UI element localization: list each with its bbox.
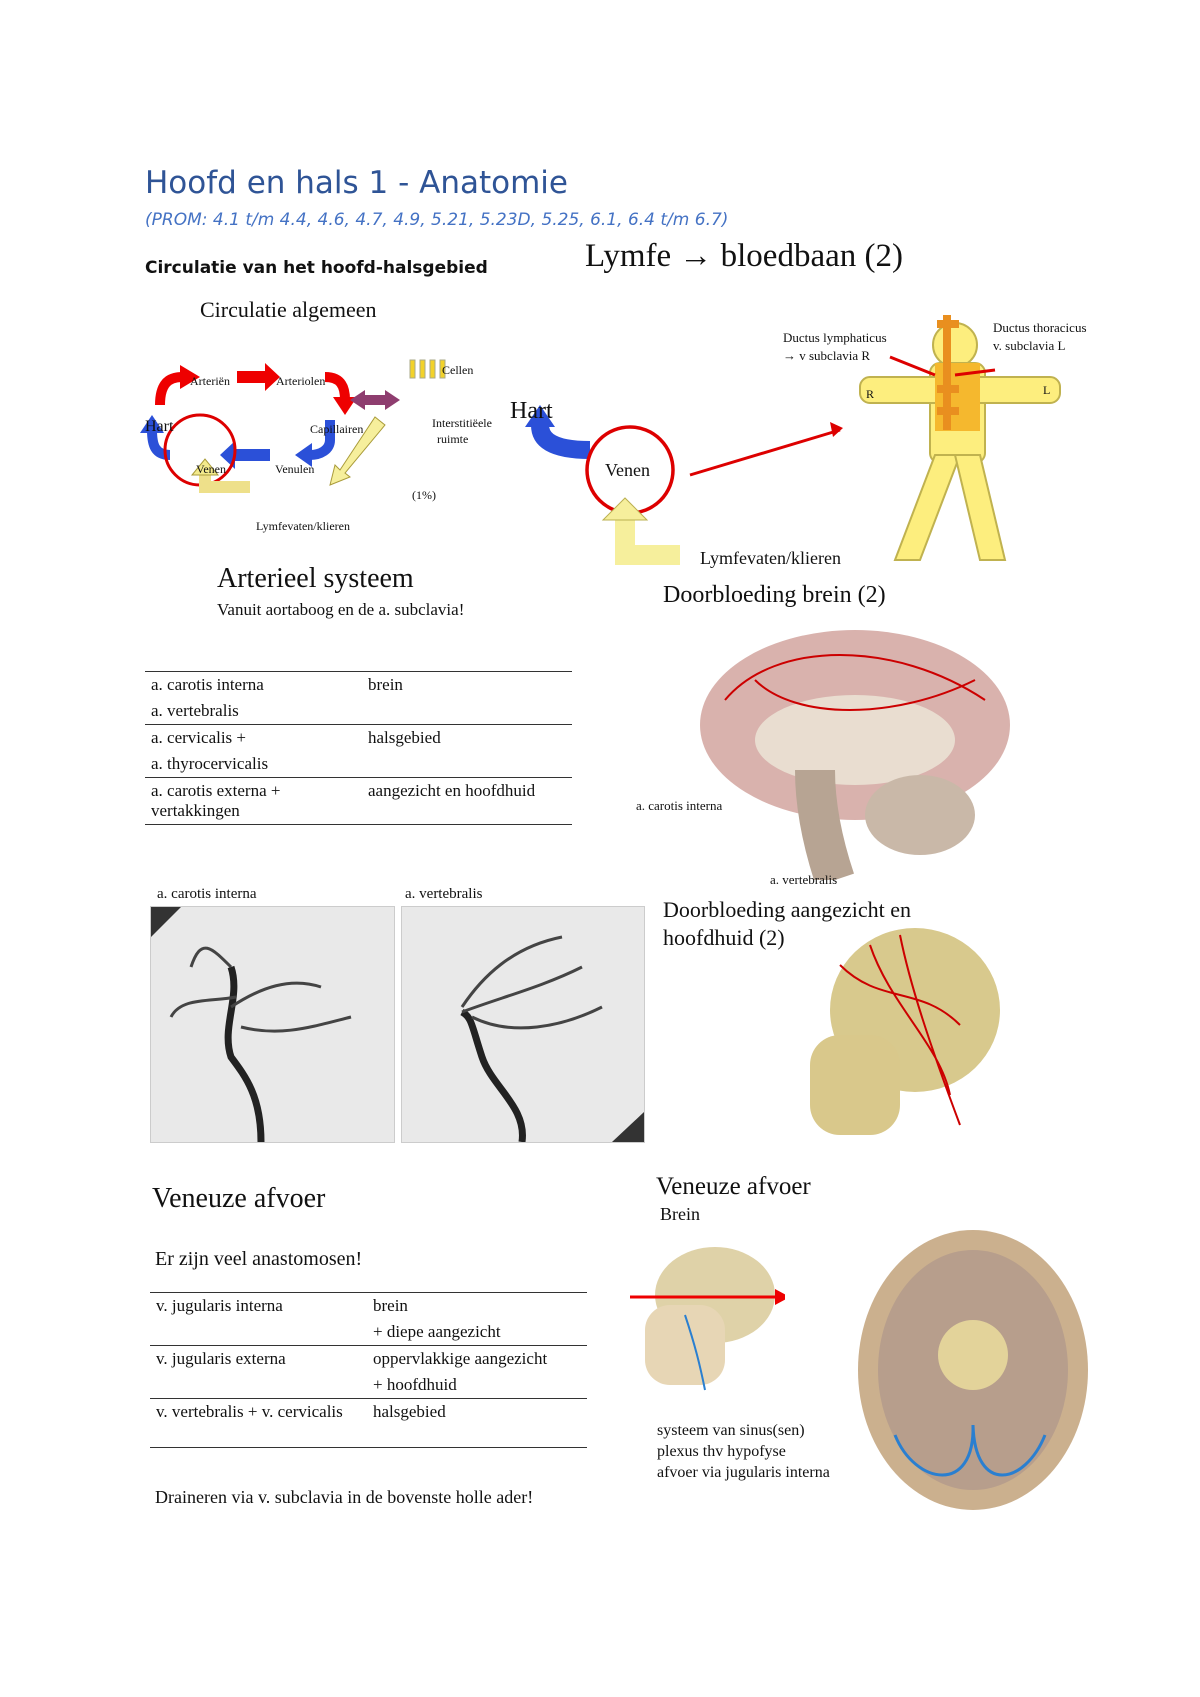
lbl-capillairen: Capillairen (310, 422, 364, 436)
veneus-sub: Er zijn veel anastomosen! (155, 1248, 363, 1270)
cell: halsgebied (373, 1402, 446, 1421)
cell (362, 751, 572, 778)
cell: a. carotis externa + vertakkingen (151, 781, 281, 820)
lymfe-title: Lymfe → bloedbaan (2) (585, 238, 903, 274)
section-heading: Circulatie van het hoofd-halsgebied (145, 258, 488, 278)
cell: halsgebied (368, 728, 441, 747)
lbl-R: R (866, 387, 875, 401)
cell: v. jugularis interna (156, 1296, 283, 1315)
cell: oppervlakkige aangezicht (373, 1349, 548, 1368)
lbl-lymfe: Lymfevaten/klieren (256, 519, 350, 533)
cell: a. thyrocervicalis (151, 754, 269, 773)
cell: aangezicht en hoofdhuid (368, 781, 536, 800)
veneus-brein-sub: Brein (660, 1204, 700, 1224)
arterial-table: a. carotis interna brein a. vertebralis a… (145, 671, 572, 825)
brein-label-vertebralis: a. vertebralis (770, 872, 838, 887)
cell: a. cervicalis + (151, 728, 247, 747)
lbl-arterien: Arteriën (190, 374, 230, 388)
page-title: Hoofd en hals 1 - Anatomie (145, 165, 568, 201)
angiogram-vertebralis-image (401, 906, 645, 1143)
lbl-L: L (1043, 383, 1051, 397)
lbl-ruimte: ruimte (437, 432, 469, 446)
cell: brein (368, 675, 403, 694)
ductus-right-1: Ductus thoracicus (993, 320, 1087, 335)
lymfe-venen: Venen (605, 460, 650, 480)
angiogram-carotis-image (150, 906, 395, 1143)
brein-title: Doorbloeding brein (2) (663, 582, 886, 608)
page-subtitle: (PROM: 4.1 t/m 4.4, 4.6, 4.7, 4.9, 5.21,… (145, 210, 729, 230)
cell: brein (373, 1296, 408, 1315)
lymfe-lymfe: Lymfevaten/klieren (700, 548, 841, 568)
lbl-procent: (1%) (412, 488, 436, 502)
cell (150, 1319, 367, 1346)
brain-illustration-image (700, 630, 1010, 880)
lbl-venulen: Venulen (275, 462, 315, 476)
veneus-brein-l3: afvoer via jugularis interna (657, 1464, 830, 1481)
venous-table: v. jugularis interna brein + diepe aangez… (150, 1292, 587, 1448)
aangezicht-title-2: hoofdhuid (2) (663, 925, 785, 950)
veneus-brein-l2: plexus thv hypofyse (657, 1443, 786, 1460)
cell: v. jugularis externa (156, 1349, 286, 1368)
veneus-footer: Draineren via v. subclavia in de bovenst… (155, 1487, 534, 1507)
cell: a. carotis interna (151, 675, 264, 694)
lbl-arteriolen: Arteriolen (276, 374, 326, 388)
skull-illustration-image (810, 928, 1000, 1135)
ductus-left-2: → v subclavia R (783, 348, 871, 363)
aangezicht-title-1: Doorbloeding aangezicht en (663, 897, 912, 922)
arterieel-title: Arterieel systeem (217, 563, 414, 594)
cell (150, 1372, 367, 1399)
lbl-cellen: Cellen (442, 363, 474, 377)
angio-right-label: a. vertebralis (405, 886, 483, 902)
head-veins-illustration-image (630, 1247, 785, 1391)
arterieel-sub: Vanuit aortaboog en de a. subclavia! (217, 600, 465, 619)
lbl-venen: Venen (196, 462, 226, 476)
veneus-brein-title: Veneuze afvoer (656, 1173, 811, 1200)
lymfe-hart: Hart (510, 398, 553, 424)
veneus-brein-l1: systeem van sinus(sen) (657, 1422, 805, 1439)
lbl-interstitieel: Interstitiëele (432, 416, 492, 430)
angio-left-label: a. carotis interna (157, 886, 257, 902)
cell (362, 698, 572, 725)
cell: a. vertebralis (151, 701, 239, 720)
circulatie-title: Circulatie algemeen (200, 297, 377, 322)
cell: + diepe aangezicht (373, 1322, 501, 1341)
cell: + hoofdhuid (373, 1375, 457, 1394)
ductus-left-1: Ductus lymphaticus (783, 330, 887, 345)
ductus-right-2: v. subclavia L (993, 338, 1066, 353)
cell: v. vertebralis + v. cervicalis (156, 1402, 343, 1421)
veneus-title: Veneuze afvoer (152, 1183, 326, 1214)
lbl-hart: Hart (145, 418, 174, 435)
brein-label-carotis: a. carotis interna (636, 798, 723, 813)
skull-base-illustration-image (858, 1230, 1088, 1510)
circulation-diagram (140, 359, 446, 493)
lymph-diagram (525, 315, 1061, 565)
